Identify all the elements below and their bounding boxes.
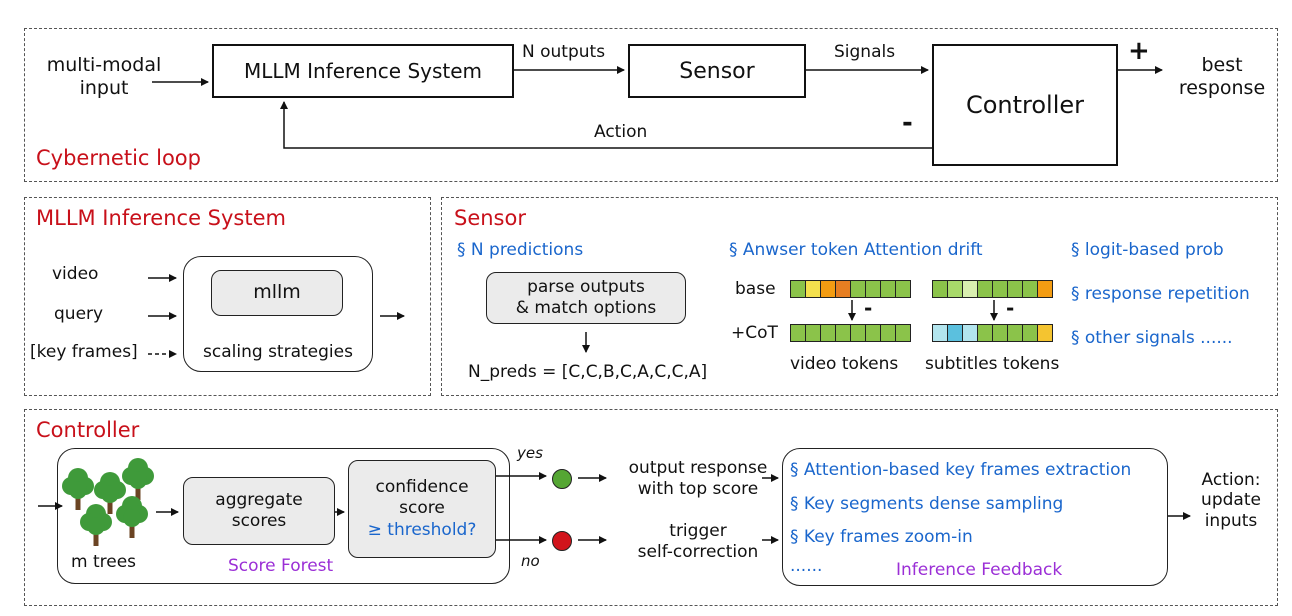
- subtitle-cot-token-4: [992, 324, 1008, 342]
- yes-label: yes: [517, 444, 543, 462]
- subtitle-cot-token-5: [1007, 324, 1023, 342]
- plus-sign: +: [1128, 36, 1150, 66]
- scaling-strategies-label: scaling strategies: [203, 342, 353, 362]
- video-base-token-6: [880, 280, 896, 298]
- feedback-item-attention: § Attention-based key frames extraction: [790, 460, 1132, 480]
- confidence-score-label: confidence score: [375, 477, 469, 519]
- action-label: Action: [594, 122, 648, 142]
- video-cot-token-5: [865, 324, 881, 342]
- video-cot-token-6: [880, 324, 896, 342]
- parse-outputs-box: parse outputs & match options: [486, 272, 686, 324]
- video-base-token-2: [820, 280, 836, 298]
- no-red-light: [552, 531, 572, 551]
- video-cot-token-0: [790, 324, 806, 342]
- controller-panel: [24, 409, 1278, 606]
- subtitle-cot-token-1: [947, 324, 963, 342]
- controller-box: Controller: [932, 44, 1118, 166]
- feedback-item-dense-sampling: § Key segments dense sampling: [790, 494, 1064, 514]
- output-response-label: output response with top score: [628, 458, 768, 500]
- sensor-panel: [441, 197, 1278, 396]
- subtitle-base-token-7: [1037, 280, 1053, 298]
- video-cot-tokens: [790, 324, 911, 342]
- subtitle-base-token-2: [962, 280, 978, 298]
- video-cot-token-1: [805, 324, 821, 342]
- subtitle-cot-token-7: [1037, 324, 1053, 342]
- cybernetic-loop-panel: [24, 28, 1278, 182]
- attention-drift-heading: § Anwser token Attention drift: [729, 240, 983, 260]
- n-predictions-heading: § N predictions: [457, 240, 584, 260]
- subtitle-base-token-0: [932, 280, 948, 298]
- subtitle-cot-token-3: [977, 324, 993, 342]
- mllm-inference-box: MLLM Inference System: [212, 44, 514, 98]
- subtitle-base-token-3: [977, 280, 993, 298]
- logit-prob-signal: § logit-based prob: [1071, 240, 1224, 260]
- other-signals: § other signals ......: [1071, 328, 1233, 348]
- minus-sign: -: [902, 108, 913, 138]
- feedback-item-zoom: § Key frames zoom-in: [790, 527, 973, 547]
- video-base-token-0: [790, 280, 806, 298]
- subtitles-tokens-label: subtitles tokens: [925, 354, 1060, 374]
- n-outputs-label: N outputs: [522, 42, 606, 62]
- feedback-ellipsis: ......: [790, 556, 823, 576]
- action-update-inputs-label: Action: update inputs: [1201, 470, 1261, 531]
- video-base-token-7: [895, 280, 911, 298]
- score-forest-label: Score Forest: [228, 556, 334, 576]
- video-cot-token-3: [835, 324, 851, 342]
- subtitle-base-token-6: [1022, 280, 1038, 298]
- subtitle-minus-sign: -: [1006, 296, 1015, 320]
- subtitle-base-tokens: [932, 280, 1053, 298]
- video-cot-token-4: [850, 324, 866, 342]
- cybernetic-loop-title: Cybernetic loop: [36, 146, 201, 170]
- n-preds-list: N_preds = [C,C,B,C,A,C,C,A]: [468, 362, 708, 382]
- video-cot-token-7: [895, 324, 911, 342]
- input-label: multi-modal input: [46, 54, 162, 99]
- inference-feedback-box: [782, 448, 1168, 586]
- response-repetition-signal: § response repetition: [1071, 284, 1250, 304]
- trigger-self-correction-label: trigger self-correction: [637, 521, 759, 563]
- video-base-tokens: [790, 280, 911, 298]
- mllm-panel-title: MLLM Inference System: [36, 206, 286, 230]
- controller-panel-title: Controller: [36, 418, 140, 442]
- video-cot-token-2: [820, 324, 836, 342]
- sensor-panel-title: Sensor: [454, 206, 526, 230]
- subtitle-cot-token-2: [962, 324, 978, 342]
- query-input: query: [54, 304, 104, 324]
- mllm-model-box: mllm: [211, 270, 343, 316]
- key-frames-input: [key frames]: [30, 342, 138, 362]
- sensor-box: Sensor: [628, 44, 806, 98]
- best-response-label: best response: [1178, 54, 1266, 99]
- threshold-label: ≥ threshold?: [367, 519, 477, 540]
- confidence-threshold-box: confidence score ≥ threshold?: [348, 460, 496, 558]
- video-input: video: [52, 264, 99, 284]
- no-label: no: [521, 552, 540, 570]
- video-minus-sign: -: [864, 296, 873, 320]
- subtitle-cot-tokens: [932, 324, 1053, 342]
- signals-label: Signals: [834, 42, 896, 62]
- base-label: base: [735, 279, 776, 299]
- aggregate-scores-box: aggregate scores: [183, 477, 335, 545]
- video-base-token-3: [835, 280, 851, 298]
- trees-label: m trees: [71, 552, 137, 572]
- video-tokens-label: video tokens: [790, 354, 899, 374]
- inference-feedback-label: Inference Feedback: [896, 560, 1063, 580]
- subtitle-cot-token-0: [932, 324, 948, 342]
- video-base-token-1: [805, 280, 821, 298]
- cot-label: +CoT: [731, 323, 778, 343]
- mllm-panel: [24, 197, 431, 396]
- subtitle-cot-token-6: [1022, 324, 1038, 342]
- subtitle-base-token-1: [947, 280, 963, 298]
- yes-green-light: [552, 469, 572, 489]
